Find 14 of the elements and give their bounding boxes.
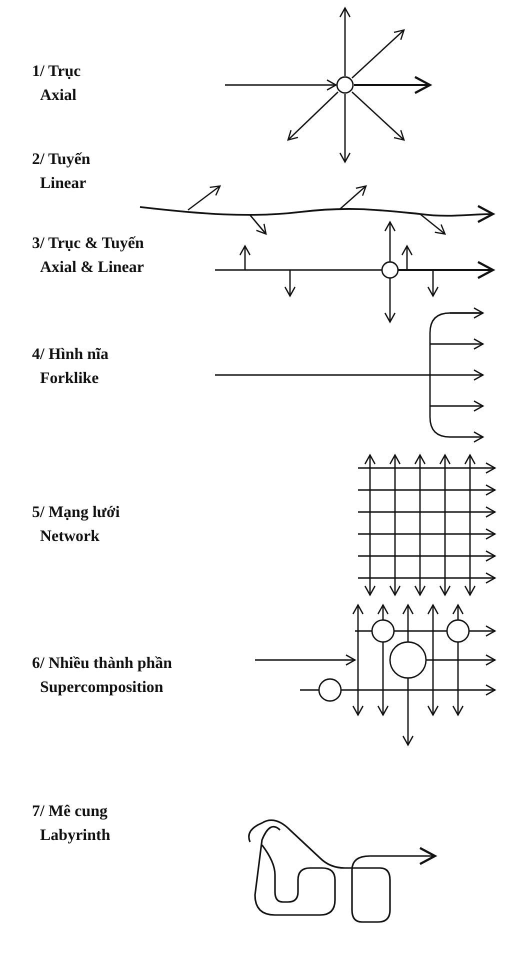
pattern-name: 4/ Hình nĩa <box>32 345 108 365</box>
pattern-translation: Supercomposition <box>40 678 164 698</box>
pattern-name: 5/ Mạng lưới <box>32 503 120 523</box>
pattern-name: 2/ Tuyến <box>32 150 90 170</box>
pattern-translation: Labyrinth <box>40 826 110 846</box>
pattern-translation: Network <box>40 527 100 547</box>
pattern-name: 1/ Trục <box>32 62 81 82</box>
pattern-name: 7/ Mê cung <box>32 802 108 822</box>
pattern-translation: Axial & Linear <box>40 258 144 278</box>
pattern-name: 6/ Nhiều thành phần <box>32 654 172 674</box>
pattern-translation: Linear <box>40 174 86 194</box>
pattern-translation: Forklike <box>40 369 99 389</box>
pattern-translation: Axial <box>40 86 76 106</box>
pattern-name: 3/ Trục & Tuyến <box>32 234 144 254</box>
